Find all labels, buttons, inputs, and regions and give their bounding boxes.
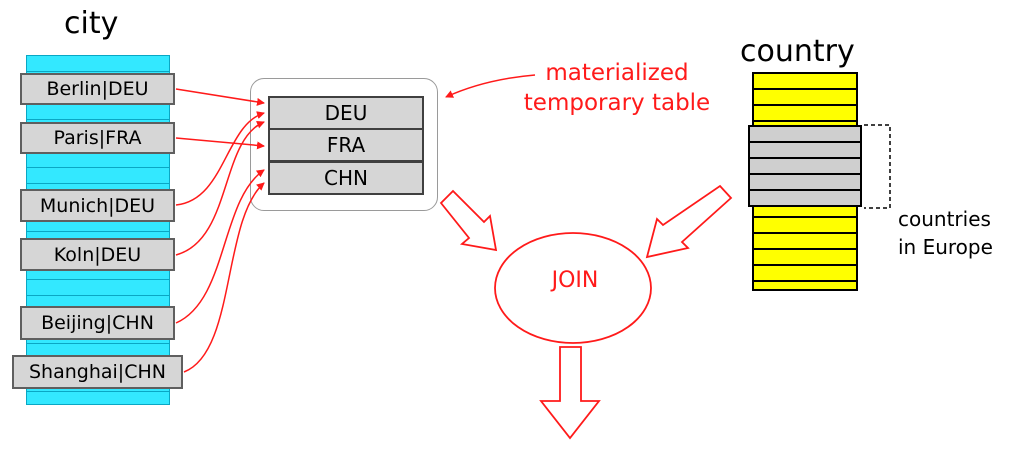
- flow-arrow-country-to-join: [645, 184, 733, 259]
- temp-row-chn: CHN: [268, 161, 424, 195]
- arrow-munich-to-deu: [175, 111, 265, 206]
- europe-countries-block: [748, 125, 862, 207]
- arrow-beijing-to-chn: [175, 169, 265, 324]
- city-row-berlin: Berlin|DEU: [20, 73, 175, 105]
- temp-table-annotation-line1: materialized: [545, 60, 689, 86]
- arrow-berlin-to-deu: [175, 88, 265, 106]
- temp-table-annotation-line2: temporary table: [523, 90, 711, 116]
- flow-arrow-join-output: [539, 346, 601, 440]
- annotation-pointer-arrow: [445, 74, 536, 98]
- arrow-koln-to-deu: [175, 120, 265, 256]
- country-table-title: country: [740, 34, 855, 69]
- city-row-paris: Paris|FRA: [20, 122, 175, 154]
- join-ellipse: [494, 232, 652, 344]
- europe-annotation: countries in Europe: [898, 205, 993, 261]
- city-row-koln: Koln|DEU: [20, 238, 175, 271]
- city-table: [26, 55, 170, 405]
- arrow-shanghai-to-chn: [183, 182, 265, 373]
- city-to-temp-arrows: [175, 88, 265, 373]
- europe-annotation-line2: in Europe: [898, 235, 993, 259]
- arrow-paris-to-fra: [175, 137, 265, 150]
- flow-arrow-temp-to-join: [439, 189, 498, 252]
- join-label: JOIN: [551, 268, 599, 293]
- europe-bracket: [864, 124, 891, 209]
- temp-table-annotation: materialized temporary table: [512, 58, 722, 118]
- city-row-beijing: Beijing|CHN: [20, 306, 175, 340]
- europe-annotation-line1: countries: [898, 207, 991, 231]
- city-table-title: city: [64, 6, 119, 41]
- city-row-shanghai: Shanghai|CHN: [12, 355, 183, 389]
- city-row-munich: Munich|DEU: [20, 189, 175, 222]
